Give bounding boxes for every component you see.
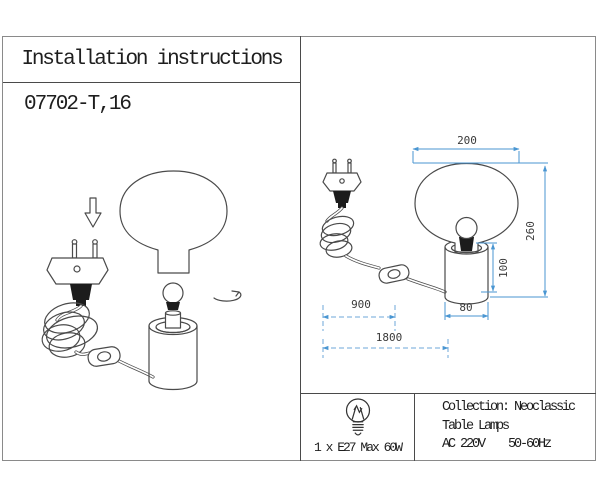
header: Installation instructions	[3, 37, 300, 83]
category-label: Table Lamps	[442, 418, 510, 434]
dimension-lines	[322, 146, 548, 358]
plug-icon	[46, 239, 109, 306]
dim-label-shade-width: 200	[457, 134, 477, 147]
dimension-diagram	[319, 146, 548, 358]
inline-switch	[378, 264, 410, 284]
dim-label-total-height: 260	[524, 221, 537, 241]
collection-label: Collection: Neoclassic	[442, 400, 576, 415]
panel-divider	[300, 36, 301, 461]
power-label: AC 220V 50-60Hz	[442, 437, 552, 452]
bulb-spec-label: 1 x E27 Max 60W	[313, 440, 403, 455]
lamp-shade	[414, 162, 519, 253]
assembly-diagram	[41, 170, 242, 391]
light-bulb	[455, 216, 478, 251]
inline-switch	[87, 346, 121, 367]
plug-icon	[322, 158, 362, 208]
sheet-border	[2, 36, 596, 461]
dim-label-cord-length: 1800	[375, 331, 403, 344]
bulb-icon	[345, 398, 370, 436]
dim-shade-width-lines	[412, 146, 520, 163]
dim-1800-lines	[322, 339, 449, 358]
lamp-shade	[119, 170, 228, 274]
dim-label-base-width: 80	[459, 301, 473, 314]
dim-label-base-height: 100	[497, 258, 510, 278]
power-cord	[41, 302, 155, 379]
product-info-cell: Collection: Neoclassic Table Lamps AC 22…	[415, 394, 596, 461]
cord-coil	[319, 215, 355, 258]
lamp-base	[148, 310, 198, 391]
spec-box: 1 x E27 Max 60W Collection: Neoclassic T…	[301, 393, 596, 461]
dim-base-width-lines	[444, 302, 489, 320]
down-arrow-icon	[84, 197, 102, 228]
power-cord	[319, 206, 447, 294]
dim-label-plug-to-switch: 900	[351, 298, 371, 311]
light-bulb	[162, 282, 184, 310]
bulb-spec-cell: 1 x E27 Max 60W	[301, 394, 415, 461]
dim-base-height-lines	[476, 242, 497, 293]
dim-900-lines	[322, 305, 396, 331]
cord-coil	[41, 302, 99, 358]
model-number: 07702-T,16	[24, 93, 132, 116]
rotate-arrow-icon	[213, 290, 242, 302]
page-title: Installation instructions	[21, 48, 283, 71]
